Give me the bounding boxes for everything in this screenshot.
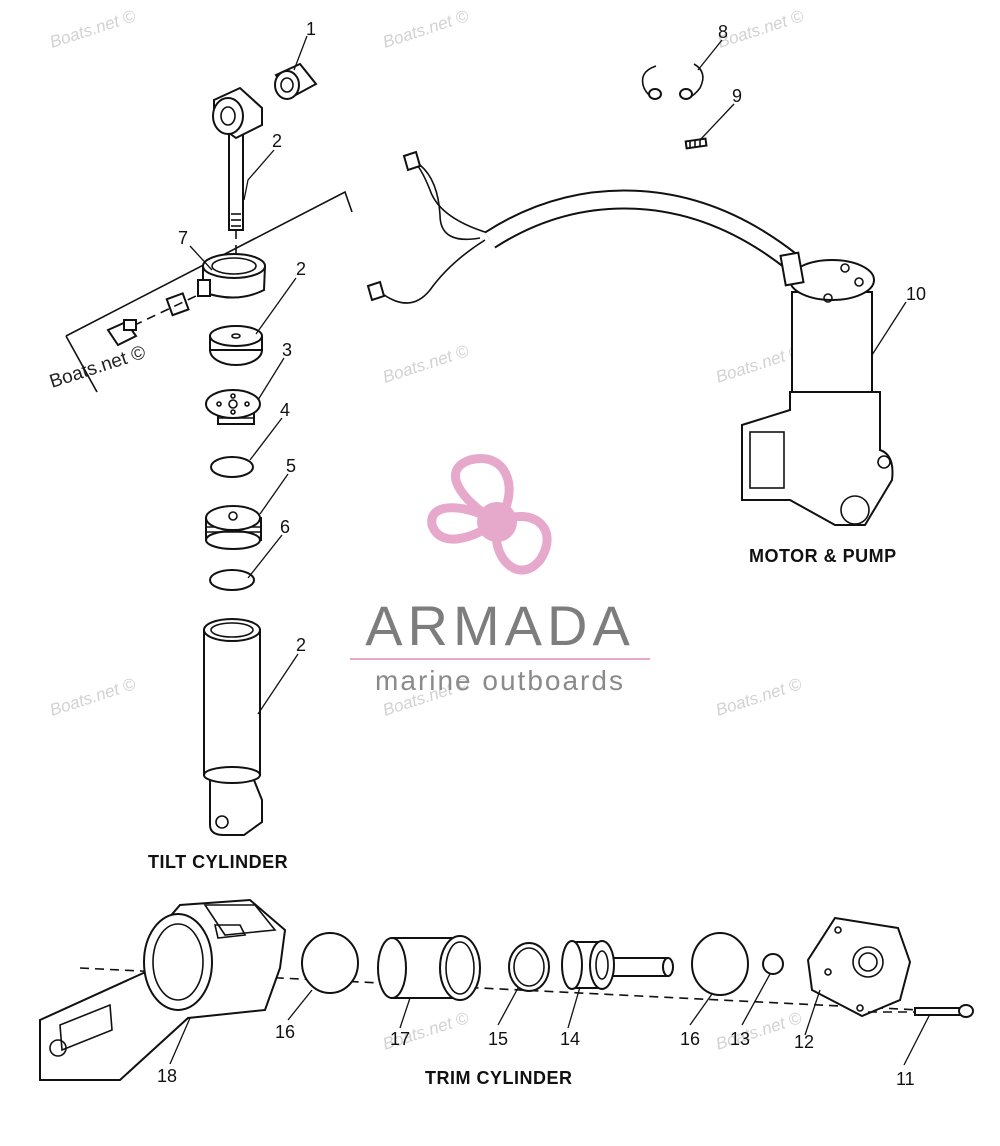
callout-11: 11	[896, 1069, 915, 1089]
brand-tagline: marine outboards	[375, 665, 625, 696]
leader-lines	[169, 35, 931, 1066]
callout-5: 5	[286, 456, 296, 476]
o-ring-part	[691, 932, 749, 996]
o-ring-part	[209, 569, 255, 591]
callout-10: 10	[906, 284, 926, 304]
watermarks: Boats.net © Boats.net © Boats.net © Boat…	[47, 6, 806, 1054]
callout-16: 16	[680, 1029, 700, 1049]
manifold-part	[39, 898, 287, 1081]
watermark: Boats.net ©	[713, 674, 804, 720]
callout-6: 6	[280, 517, 290, 537]
piston-part	[205, 505, 262, 550]
callout-8: 8	[718, 22, 728, 42]
brand-name: ARMADA	[365, 594, 635, 657]
trim-piston-part	[561, 940, 674, 990]
o-ring-part	[301, 932, 359, 994]
watermark: Boats.net ©	[715, 6, 806, 52]
watermark: Boats.net ©	[380, 341, 471, 387]
callout-7: 7	[178, 228, 188, 248]
trim-cylinder-label: TRIM CYLINDER	[425, 1068, 573, 1088]
watermark: Boats.net ©	[713, 1008, 804, 1054]
callouts: 1 2 7 2 3 4 5 6 2 8 9 10 18 16 17 15 14 …	[157, 19, 926, 1089]
watermark: Boats.net ©	[713, 341, 804, 387]
watermark: Boats.net ©	[380, 6, 471, 52]
callout-9: 9	[732, 86, 742, 106]
trim-cylinder-assembly	[39, 898, 974, 1081]
screw-part	[868, 1004, 974, 1018]
callout-13: 13	[730, 1029, 750, 1049]
callout-2: 2	[272, 131, 282, 151]
callout-15: 15	[488, 1029, 508, 1049]
callout-2: 2	[296, 635, 306, 655]
o-ring-part	[210, 456, 254, 478]
callout-16: 16	[275, 1022, 295, 1042]
callout-18: 18	[157, 1066, 177, 1086]
watermark: Boats.net ©	[47, 6, 138, 52]
callout-14: 14	[560, 1029, 580, 1049]
pin-part	[684, 137, 708, 150]
gland-part	[205, 389, 261, 425]
clips-part	[641, 63, 704, 100]
brand-logo: ARMADA marine outboards	[350, 454, 650, 696]
watermark: Boats.net ©	[47, 674, 138, 720]
tilt-cylinder-assembly	[65, 62, 353, 836]
callout-2: 2	[296, 259, 306, 279]
watermark-dark: Boats.net ©	[47, 342, 148, 393]
callout-4: 4	[280, 400, 290, 420]
cylinder-body-part	[203, 618, 263, 836]
small-ring-part	[762, 953, 784, 975]
tilt-rod-part	[212, 86, 263, 231]
motor-pump-label: MOTOR & PUMP	[749, 546, 897, 566]
callout-12: 12	[794, 1032, 814, 1052]
callout-3: 3	[282, 340, 292, 360]
washer-part	[209, 325, 263, 366]
bushing-part	[274, 62, 318, 100]
axis-line	[79, 967, 961, 1013]
o-ring-part	[508, 942, 550, 992]
sleeve-part	[377, 935, 481, 1001]
bolt-part	[106, 292, 197, 347]
callout-1: 1	[306, 19, 316, 39]
propeller-icon	[427, 454, 552, 575]
mount-panel	[65, 190, 353, 393]
end-cap-part	[806, 916, 912, 1018]
clamp-part	[197, 253, 267, 299]
motor-pump-assembly	[366, 150, 894, 526]
tilt-cylinder-label: TILT CYLINDER	[148, 852, 288, 872]
callout-17: 17	[390, 1029, 410, 1049]
